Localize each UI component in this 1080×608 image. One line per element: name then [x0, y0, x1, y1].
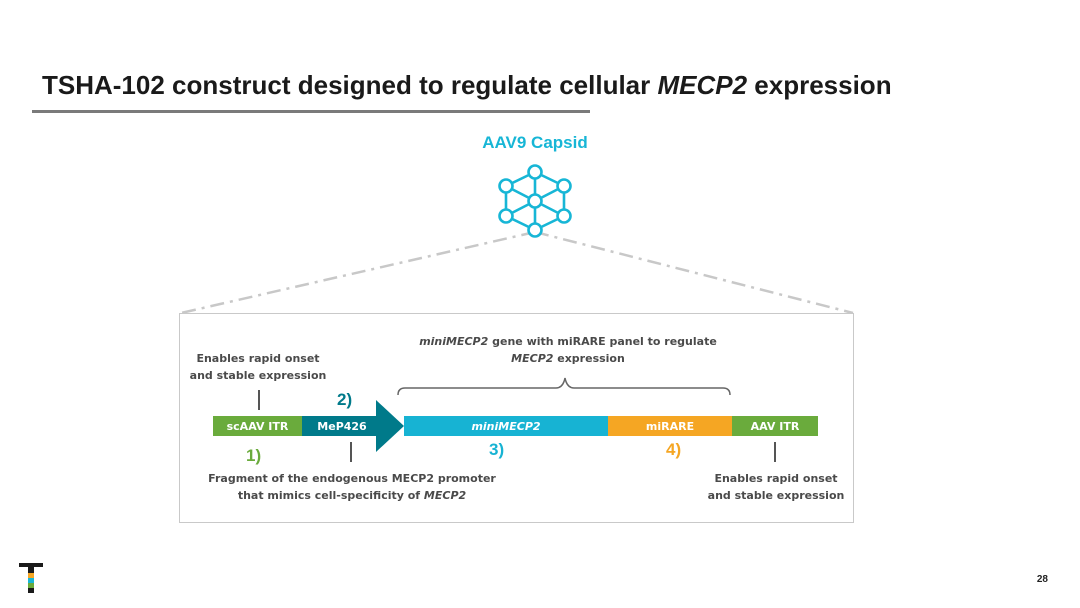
segment-mep426: MeP426: [302, 416, 382, 436]
capsid-label: AAV9 Capsid: [482, 133, 588, 152]
title-underline: [32, 110, 590, 113]
gene-annotation-gene: miniMECP2: [419, 335, 489, 348]
gene-annotation-gene2: MECP2: [511, 352, 554, 365]
segment-scaav-itr: scAAV ITR: [213, 416, 302, 436]
number-2: 2): [337, 390, 353, 409]
page-number: 28: [1036, 574, 1048, 585]
itr-right-line2: and stable expression: [707, 489, 845, 502]
number-4: 4): [666, 440, 682, 459]
zoom-line-right: [534, 230, 854, 315]
gene-brace: [397, 377, 731, 396]
gene-annotation-line1-text: gene with miRARE panel to regulate: [488, 335, 717, 348]
itr-left-line2: and stable expression: [189, 369, 327, 382]
segment-aav-itr: AAV ITR: [732, 416, 818, 436]
promoter-annotation-line2-text: that mimics cell-specificity of: [237, 489, 424, 502]
itr-left-tick: [258, 390, 260, 410]
segment-mirare: miRARE: [608, 416, 732, 436]
itr-right-tick: [774, 442, 776, 462]
gene-annotation-line2: MECP2 expression: [398, 350, 738, 367]
promoter-annotation-line1: Fragment of the endogenous MECP2 promote…: [208, 472, 496, 485]
itr-left-line1: Enables rapid onset: [196, 352, 320, 365]
slide-title-suffix: expression: [747, 70, 892, 100]
promoter-annotation-line2: that mimics cell-specificity of MECP2: [193, 487, 511, 504]
hexagonal-capsid-network-icon: [498, 164, 572, 238]
itr-right-annotation: Enables rapid onset and stable expressio…: [698, 470, 854, 504]
itr-left-annotation: Enables rapid onset and stable expressio…: [183, 350, 333, 384]
promoter-annotation: Fragment of the endogenous MECP2 promote…: [193, 470, 511, 504]
segment-minimecp2-label: miniMECP2: [471, 419, 541, 433]
zoom-line-left: [180, 230, 536, 315]
number-1: 1): [246, 446, 262, 465]
slide-title-text: TSHA-102 construct designed to regulate …: [42, 70, 658, 100]
gene-annotation-line1: miniMECP2 gene with miRARE panel to regu…: [398, 333, 738, 350]
slide-title: TSHA-102 construct designed to regulate …: [42, 70, 892, 101]
tsha-t-logo-icon: [19, 563, 43, 593]
promoter-tick: [350, 442, 352, 462]
slide-title-gene: MECP2: [657, 70, 748, 100]
segment-minimecp2: miniMECP2: [404, 416, 608, 436]
number-3: 3): [489, 440, 505, 459]
itr-right-line1: Enables rapid onset: [714, 472, 838, 485]
promoter-annotation-gene: MECP2: [423, 489, 467, 502]
gene-annotation: miniMECP2 gene with miRARE panel to regu…: [398, 333, 738, 367]
gene-annotation-line2-text: expression: [553, 352, 625, 365]
promoter-arrowhead: [376, 400, 404, 452]
